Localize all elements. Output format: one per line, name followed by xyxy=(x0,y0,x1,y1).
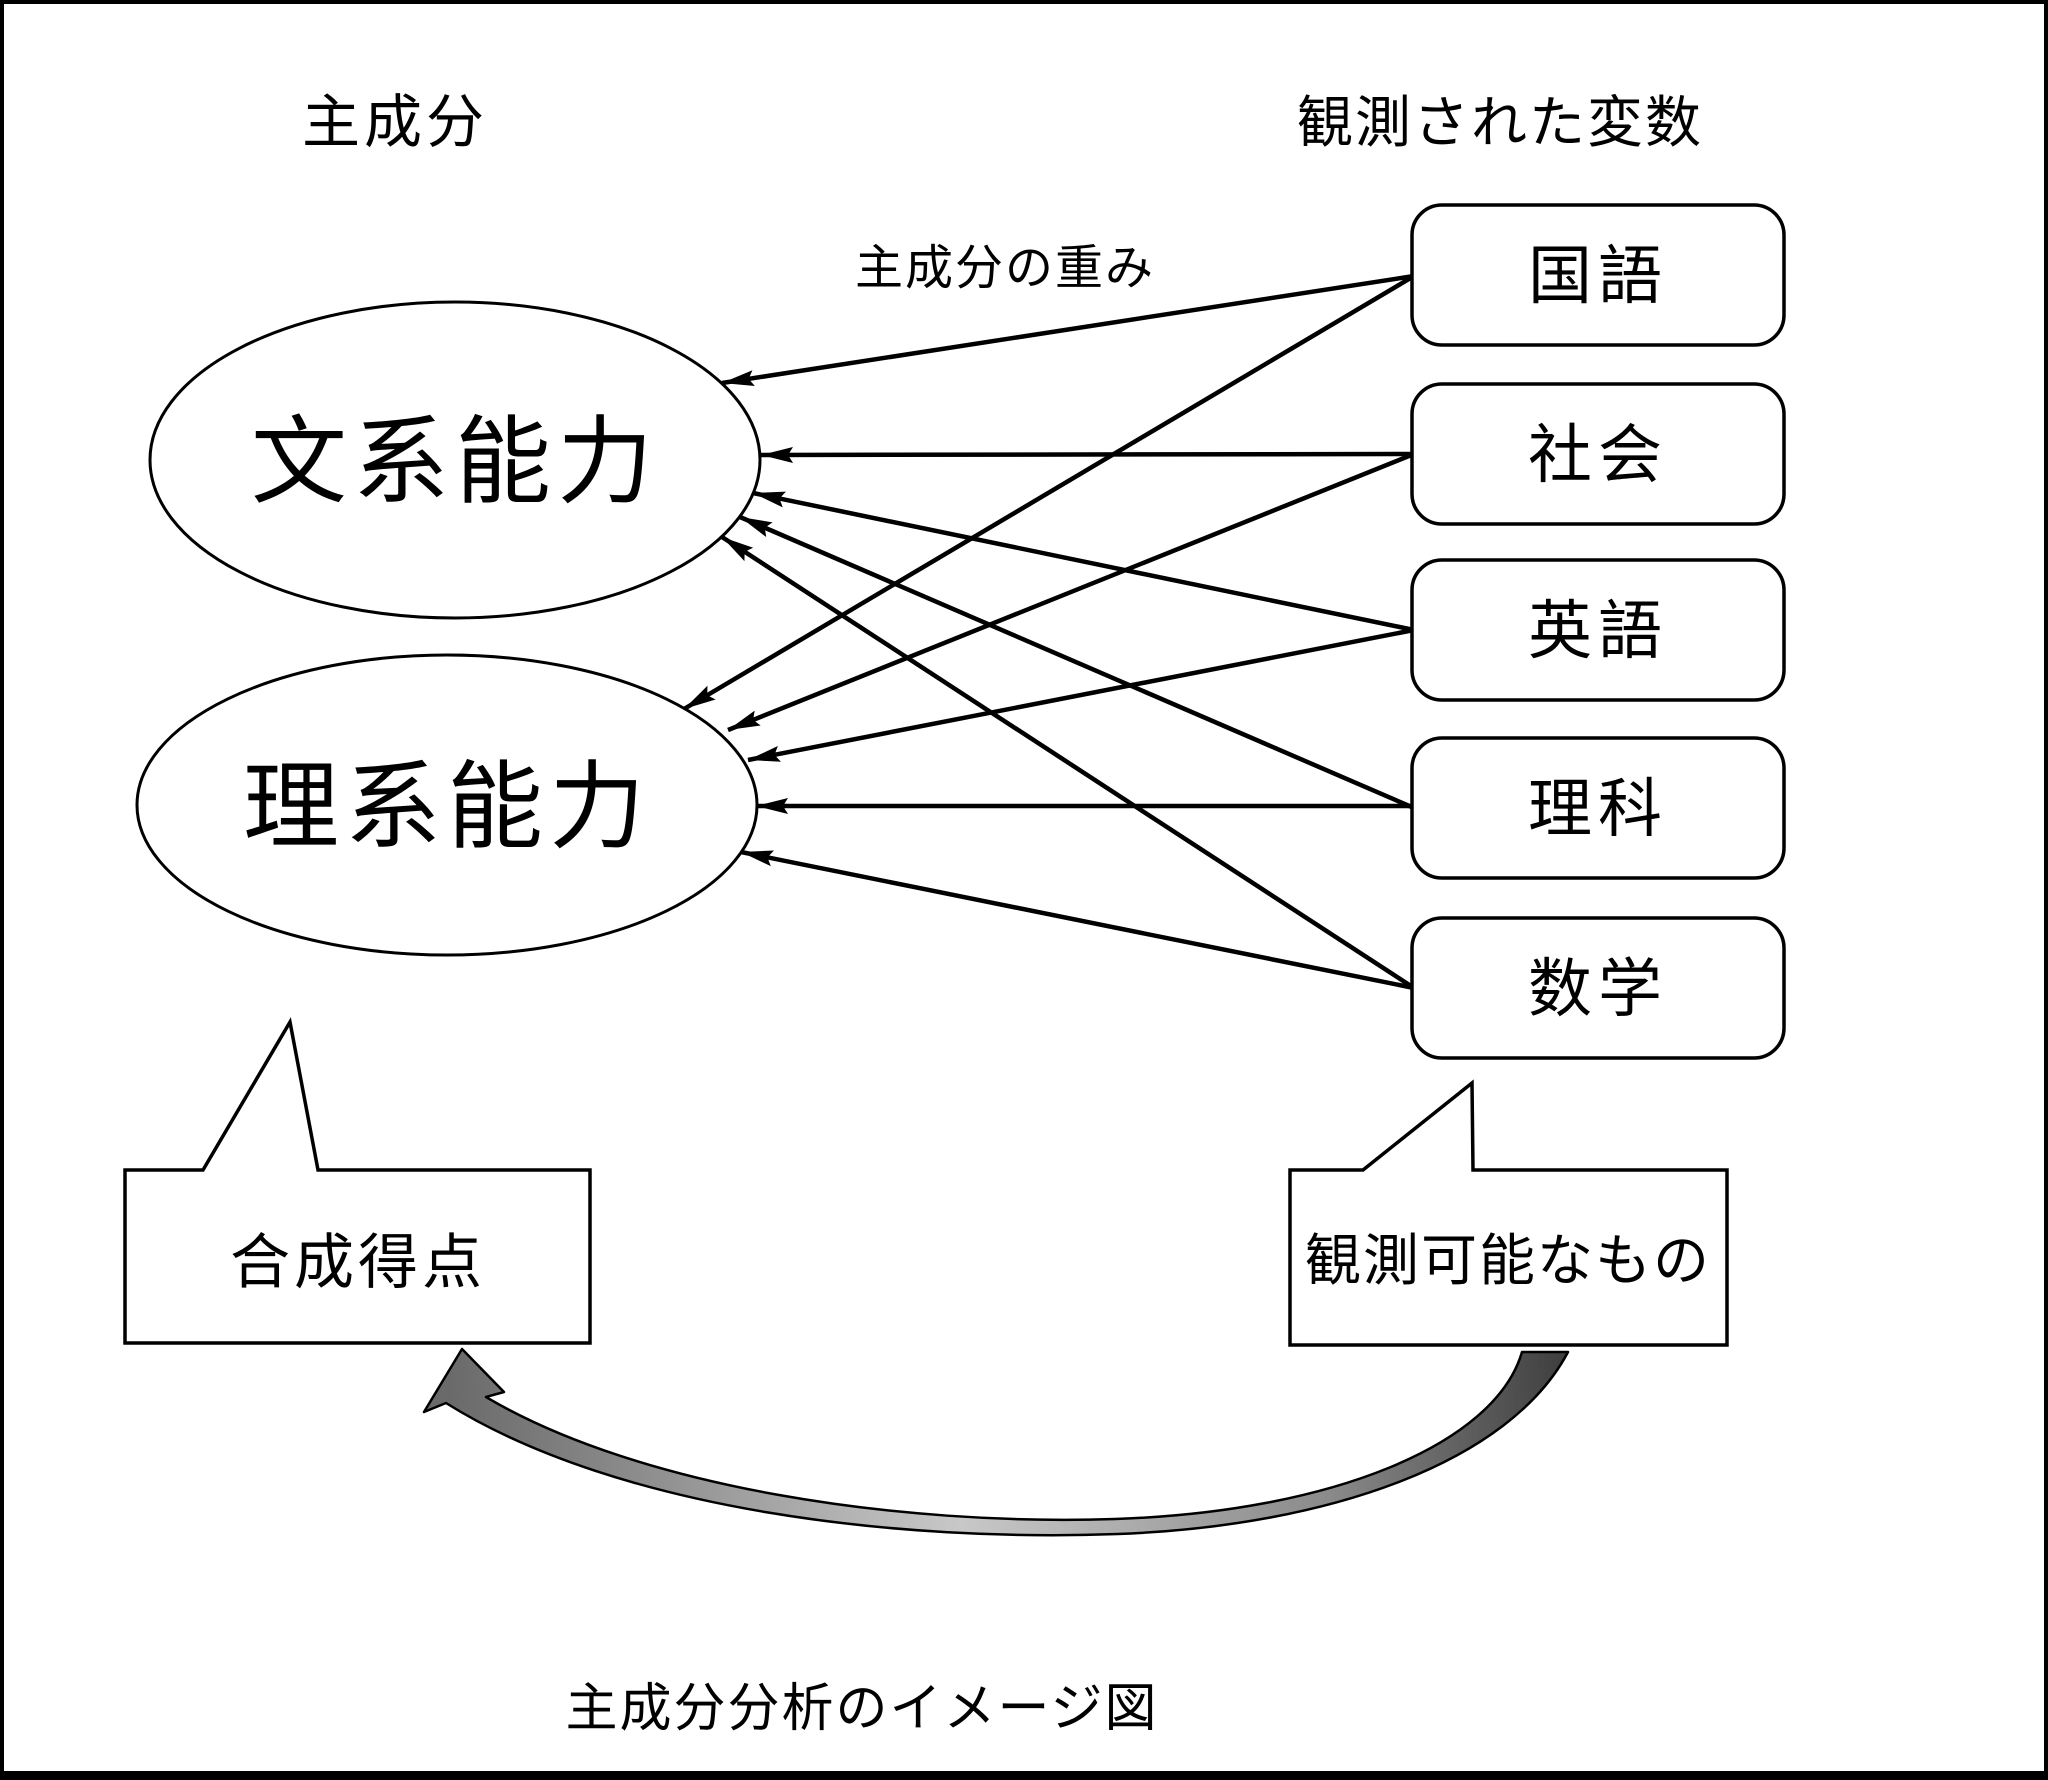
observed-variables-title: 観測された変数 xyxy=(1297,91,1703,154)
variable-box-shakai xyxy=(1410,382,1786,526)
callout-observable-label: 観測可能なもの xyxy=(1305,1229,1711,1292)
edge-arrows xyxy=(682,273,1416,991)
variable-label-kokugo: 国語 xyxy=(1528,240,1668,312)
edge-sugaku-bunkei xyxy=(720,535,1416,990)
weights-label: 主成分の重み xyxy=(855,242,1155,295)
frame-border-bottom xyxy=(0,1771,2048,1780)
component-label-rikei: 理系能力 xyxy=(243,754,651,861)
variable-box-kokugo xyxy=(1410,203,1786,347)
edge-kokugo-bunkei xyxy=(721,273,1415,387)
component-label-bunkei: 文系能力 xyxy=(251,409,659,516)
component-ellipse-bunkei xyxy=(148,300,762,620)
callout-composite-score-label: 合成得点 xyxy=(230,1229,486,1296)
principal-components-title: 主成分 xyxy=(302,90,488,155)
edge-shakai-bunkei xyxy=(760,446,1415,463)
edge-kokugo-rikei xyxy=(682,274,1416,711)
variable-box-sugaku xyxy=(1410,916,1786,1060)
variable-box-eigo xyxy=(1410,558,1786,702)
edge-rika-bunkei xyxy=(739,514,1415,811)
edge-eigo-rikei xyxy=(747,627,1415,763)
variable-box-rika xyxy=(1410,736,1786,880)
diagram-caption: 主成分分析のイメージ図 xyxy=(566,1680,1159,1738)
callout-observable xyxy=(1288,1079,1729,1347)
variable-label-sugaku: 数学 xyxy=(1528,953,1668,1025)
edge-sugaku-rikei xyxy=(740,849,1415,991)
variable-label-rika: 理科 xyxy=(1528,773,1668,845)
component-ellipse-rikei xyxy=(135,653,759,957)
callout-composite-score xyxy=(123,1017,592,1345)
edge-eigo-bunkei xyxy=(752,490,1415,633)
edge-shakai-rikei xyxy=(727,451,1415,733)
variable-label-eigo: 英語 xyxy=(1528,595,1668,667)
composite-flow-arrow xyxy=(422,1347,1570,1537)
variable-label-shakai: 社会 xyxy=(1528,419,1668,491)
variable-boxes xyxy=(1410,203,1786,1060)
